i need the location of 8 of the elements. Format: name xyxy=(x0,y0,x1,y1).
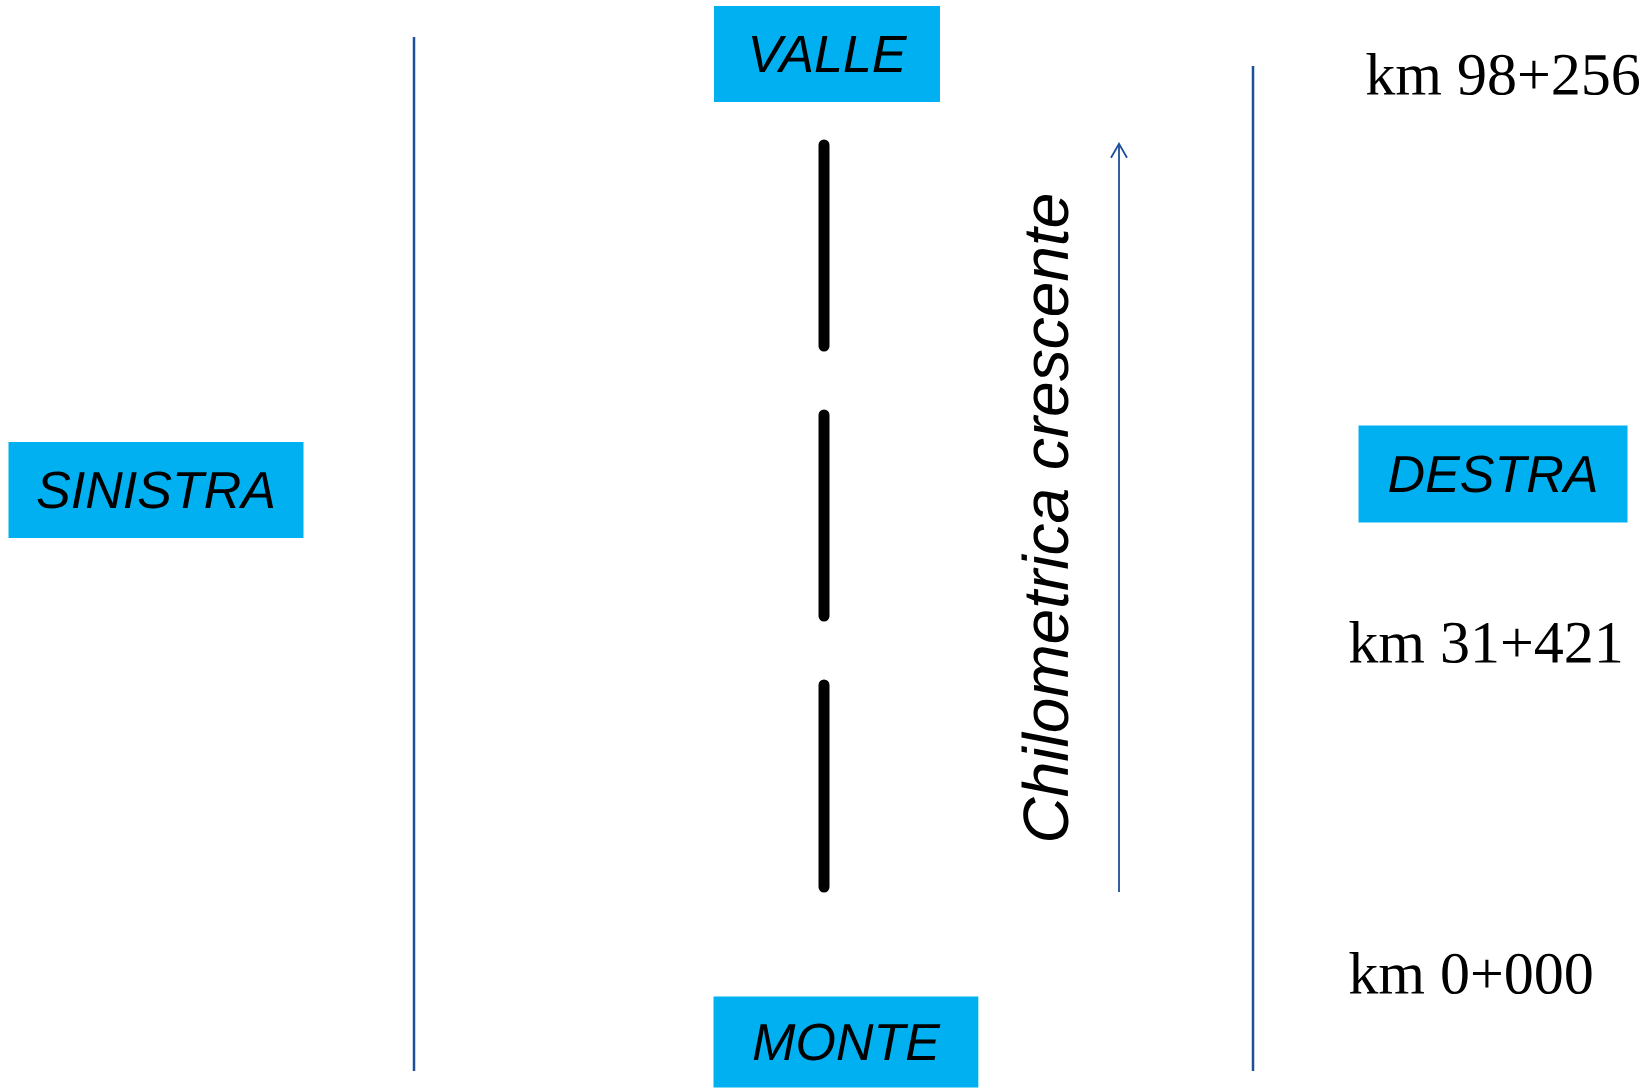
label-box: DESTRA xyxy=(1358,425,1628,523)
kilometre-label: km 31+421 xyxy=(1349,620,1621,664)
label-box: MONTE xyxy=(713,996,979,1088)
kilometre-label: km 98+256 xyxy=(1366,52,1640,96)
label-box: VALLE xyxy=(714,6,940,102)
direction-label: Chilometrica crescente xyxy=(1021,195,1069,840)
kilometre-label: km 0+000 xyxy=(1349,951,1592,995)
label-box: SINISTRA xyxy=(8,442,304,538)
